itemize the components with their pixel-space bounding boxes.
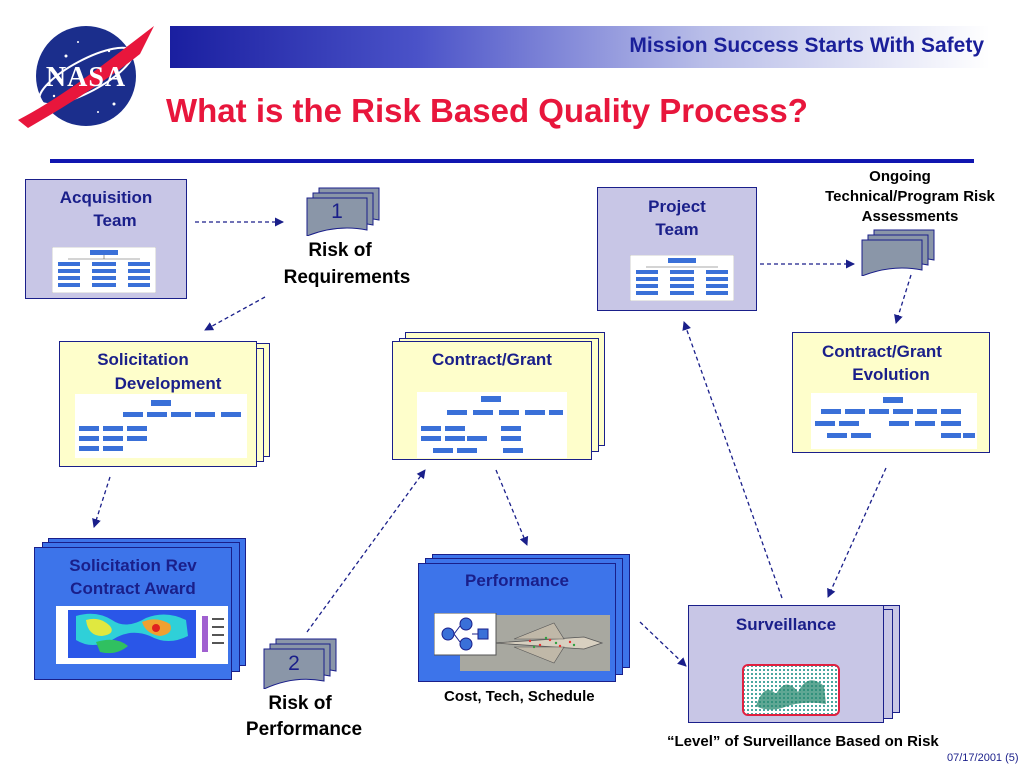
ongoing-label-3: Assessments <box>861 208 959 225</box>
performance-label: Performance <box>465 571 569 590</box>
arrow-requirements-to-solicitation <box>204 296 266 331</box>
document-stack-icon-1 <box>306 187 380 236</box>
ongoing-label-2: Technical/Program Risk <box>825 188 995 205</box>
ongoing-label-1: Ongoing <box>869 168 931 185</box>
contract-evolution-label-2: Evolution <box>852 365 930 384</box>
performance-caption: Cost, Tech, Schedule <box>444 688 595 705</box>
contract-wbs-chart-icon <box>417 392 567 458</box>
shuttle-image-icon <box>434 613 610 671</box>
surveillance-caption: “Level” of Surveillance Based on Risk <box>667 733 939 750</box>
arrow-contract-to-performance <box>495 469 529 546</box>
nasa-meatball-icon <box>18 26 154 128</box>
risk-number-1: 1 <box>331 200 343 223</box>
nasa-logo-text: NASA <box>45 62 127 93</box>
solicitation-development-label-1: Solicitation <box>97 350 189 369</box>
tagline: Mission Success Starts With Safety <box>629 34 984 57</box>
risk-of-performance-line2: Performance <box>245 719 363 740</box>
nasa-logo: NASA <box>14 16 156 134</box>
risk-contour-map-icon <box>56 606 228 664</box>
footer-date: 07/17/2001 (5) <box>947 752 1019 764</box>
arrow-ongoing-to-evolution <box>894 274 912 324</box>
project-team-label-1: Project <box>648 197 706 216</box>
project-org-chart-icon <box>630 255 734 301</box>
arrow-performance-risk-to-contract <box>306 469 426 633</box>
contract-grant-label: Contract/Grant <box>432 350 552 369</box>
risk-of-requirements-line1: Risk of <box>308 240 372 261</box>
project-team-label-2: Team <box>655 220 699 239</box>
risk-of-performance-line1: Risk of <box>268 693 332 714</box>
solicitation-rev-label-1: Solicitation Rev <box>69 556 197 575</box>
arrow-evolution-to-surveillance <box>827 467 887 598</box>
document-stack-icon-ongoing <box>861 229 935 276</box>
page-title: What is the Risk Based Quality Process? <box>166 92 808 129</box>
arrow-performance-to-surveillance <box>639 621 687 667</box>
surveillance-grid-icon <box>742 664 840 716</box>
solicitation-rev-label-2: Contract Award <box>70 579 196 598</box>
acquisition-team-label-1: Acquisition <box>59 188 153 207</box>
risk-of-requirements-line2: Requirements <box>283 267 411 288</box>
evolution-wbs-chart-icon <box>811 393 977 449</box>
solicitation-wbs-chart-icon <box>75 394 247 458</box>
contract-evolution-label-1: Contract/Grant <box>822 342 942 361</box>
acquisition-team-label-2: Team <box>93 211 137 230</box>
acquisition-org-chart-icon <box>52 247 156 293</box>
document-stack-icon-2 <box>263 638 337 689</box>
solicitation-development-label-2: Development <box>114 374 222 393</box>
arrow-surveillance-to-project <box>682 321 783 599</box>
arrow-solicitation-dev-to-rev <box>92 476 111 528</box>
title-rule <box>50 159 974 163</box>
header-banner <box>170 26 990 68</box>
surveillance-label: Surveillance <box>735 615 837 634</box>
risk-number-2: 2 <box>288 652 300 675</box>
